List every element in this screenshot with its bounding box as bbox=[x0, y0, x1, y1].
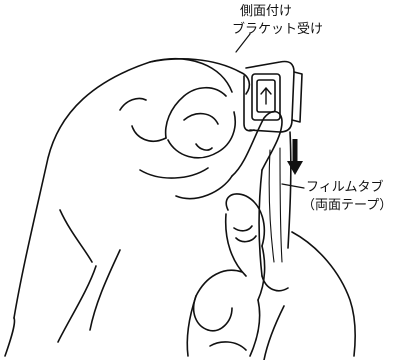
upper-hand bbox=[4, 58, 283, 357]
arrow-down-icon bbox=[287, 139, 303, 175]
film-label-line1: フィルムタブ bbox=[306, 180, 384, 195]
film-label-line2: （両面テープ） bbox=[302, 198, 393, 213]
bracket-label-line1: 側面付け bbox=[240, 4, 293, 19]
bracket-leader-line bbox=[235, 33, 251, 53]
film-tab bbox=[258, 131, 292, 292]
film-leader-line bbox=[281, 183, 305, 189]
lower-hand bbox=[186, 193, 356, 360]
arrow-up-icon bbox=[260, 87, 272, 105]
side-bracket-receiver bbox=[243, 60, 303, 133]
bracket-label-line2: ブラケット受け bbox=[232, 22, 324, 37]
